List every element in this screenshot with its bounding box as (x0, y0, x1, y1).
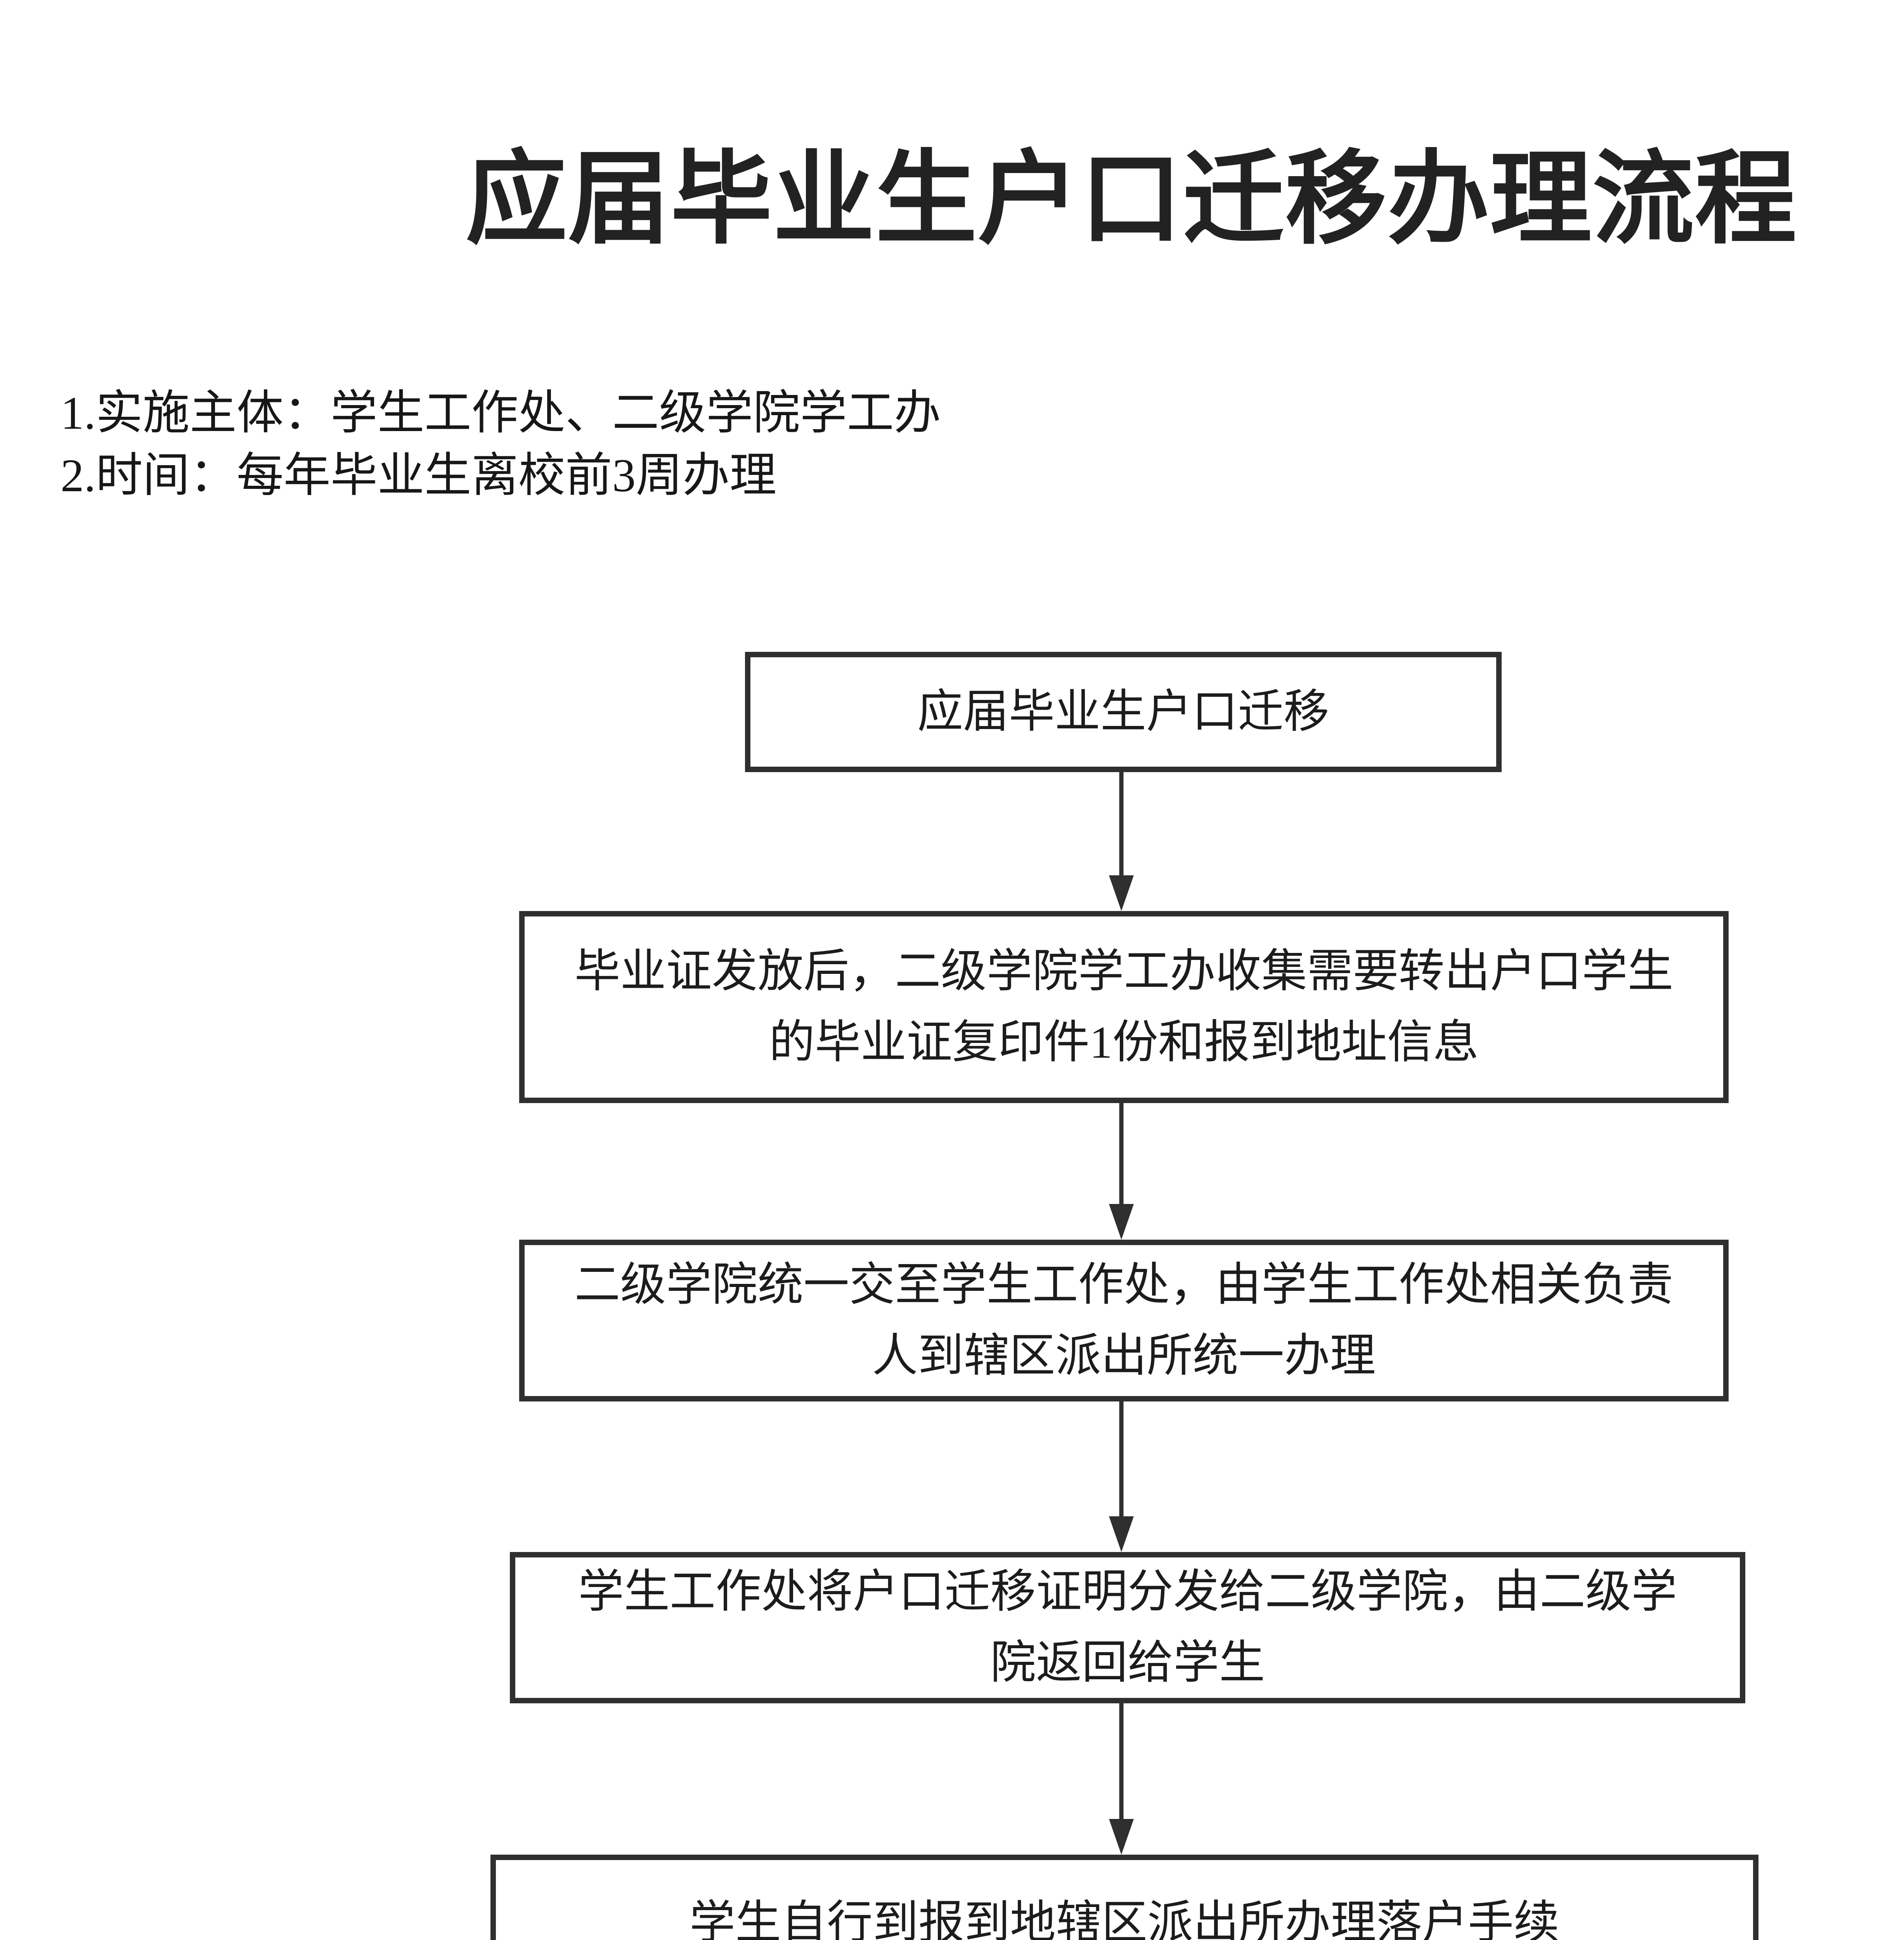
flow-box-text: 学生自行到报到地辖区派出所办理落户手续 (689, 1897, 1559, 1940)
page-title: 应届毕业生户口迁移办理流程 (466, 144, 1797, 256)
arrow-head (1109, 1516, 1134, 1552)
flow-box-text: 人到辖区派出所统一办理 (872, 1330, 1376, 1381)
intro-notes: 1.实施主体：学生工作处、二级学院学工办 2.时间：每年毕业生离校前3周办理 (61, 382, 941, 507)
flow-box-submit-to-student-affairs: 二级学院统一交至学生工作处，由学生工作处相关负责 人到辖区派出所统一办理 (519, 1240, 1729, 1401)
arrow-head (1109, 875, 1134, 911)
flow-box-text: 毕业证发放后，二级学院学工办收集需要转出户口学生 (574, 946, 1674, 997)
down-arrow-icon (1109, 1103, 1134, 1240)
flow-box-start: 应届毕业生户口迁移 (745, 652, 1502, 772)
intro-item-implementer: 1.实施主体：学生工作处、二级学院学工办 (61, 387, 941, 439)
arrow-stem (1119, 1103, 1124, 1204)
flow-box-text: 院返回给学生 (990, 1637, 1265, 1688)
down-arrow-icon (1109, 772, 1134, 911)
arrow-stem (1119, 772, 1124, 875)
intro-item-time: 2.时间：每年毕业生离校前3周办理 (61, 449, 777, 502)
flow-box-student-settle: 学生自行到报到地辖区派出所办理落户手续 (490, 1855, 1758, 1940)
arrow-head (1109, 1204, 1134, 1240)
down-arrow-icon (1109, 1401, 1134, 1552)
flow-box-text: 应届毕业生户口迁移 (917, 686, 1329, 737)
flow-box-collect-materials: 毕业证发放后，二级学院学工办收集需要转出户口学生 的毕业证复印件1份和报到地址信… (519, 911, 1729, 1103)
flow-box-text: 二级学院统一交至学生工作处，由学生工作处相关负责 (574, 1259, 1674, 1310)
arrow-head (1109, 1819, 1134, 1855)
flow-box-distribute-certificates: 学生工作处将户口迁移证明分发给二级学院，由二级学 院返回给学生 (510, 1552, 1745, 1703)
flow-box-text: 的毕业证复印件1份和报到地址信息 (769, 1017, 1479, 1068)
arrow-stem (1119, 1401, 1124, 1516)
arrow-stem (1119, 1703, 1124, 1819)
down-arrow-icon (1109, 1703, 1134, 1855)
flow-box-text: 学生工作处将户口迁移证明分发给二级学院，由二级学 (578, 1566, 1677, 1618)
